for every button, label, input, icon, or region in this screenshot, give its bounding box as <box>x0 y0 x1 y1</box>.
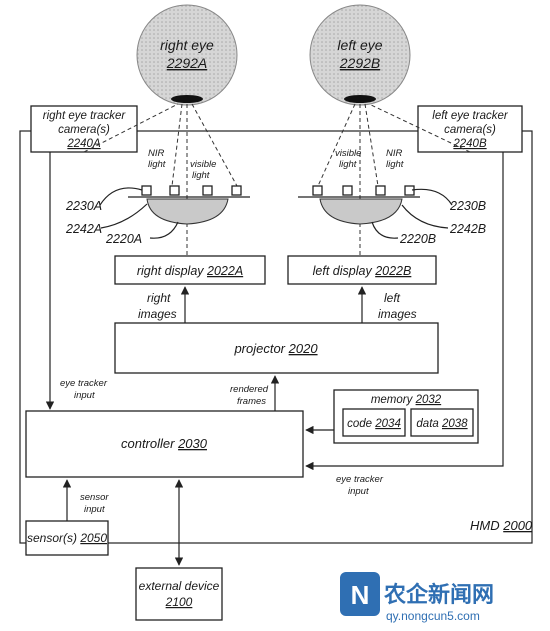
watermark-logo <box>340 572 380 616</box>
data-number: 2038 <box>441 418 468 430</box>
rendered-frames-2: frames <box>237 396 266 407</box>
right-eye-number: 2292A <box>166 55 207 71</box>
watermark: N 农企新闻网 qy.nongcun5.com <box>340 572 494 623</box>
eye-tracker-input-a-2: input <box>74 390 95 401</box>
left-tracker-line2: camera(s) <box>444 124 496 136</box>
controller-label: controller <box>121 436 175 451</box>
hmd-label: HMD <box>470 518 500 533</box>
ref-2220B: 2220B <box>399 232 436 246</box>
left-eye-label: left eye <box>337 37 382 53</box>
right-optics: 2230A 2242A 2220A <box>65 185 250 246</box>
projector-label: projector <box>233 341 285 356</box>
left-nir-light-2: light <box>386 159 404 170</box>
right-tracker-line2: camera(s) <box>58 124 110 136</box>
right-eye: right eye 2292A <box>136 4 238 106</box>
ref-2220A: 2220A <box>105 232 142 246</box>
svg-text:right display 20: right display 2022A <box>137 264 243 278</box>
ref-2242A: 2242A <box>65 222 102 236</box>
right-tracker-line1: right eye tracker <box>43 110 127 122</box>
left-nir-light-1: NIR <box>386 148 403 159</box>
right-display: right display 2022A <box>114 255 266 285</box>
right-nir-light-2: light <box>148 159 166 170</box>
left-images-2: images <box>378 307 417 321</box>
svg-text:N: N <box>351 580 370 610</box>
sensors: sensor(s) 2050 <box>25 520 109 556</box>
eye-tracker-input-b-1: eye tracker <box>336 474 384 485</box>
left-tracker-number: 2240B <box>452 138 487 150</box>
sensors-label: sensor(s) <box>27 531 77 545</box>
left-eye-number: 2292B <box>339 55 380 71</box>
external-device-number: 2100 <box>165 595 193 609</box>
watermark-url: qy.nongcun5.com <box>386 609 480 623</box>
external-device-label: external device <box>139 579 220 593</box>
rendered-frames-1: rendered <box>230 384 269 395</box>
projector-number: 2020 <box>288 341 319 356</box>
code-number: 2034 <box>374 418 401 430</box>
right-images-2: images <box>138 307 177 321</box>
eye-tracker-input-b-2: input <box>348 486 369 497</box>
svg-text:data 2038: data 2038 <box>416 418 468 430</box>
svg-text:controller 2030: controller 2030 <box>121 436 208 451</box>
sensors-number: 2050 <box>79 531 107 545</box>
left-images-1: left <box>384 291 401 305</box>
right-nir-light-1: NIR <box>148 148 165 159</box>
left-eye-tracker-camera: left eye tracker camera(s) 2240B <box>417 105 523 153</box>
right-eye-tracker-camera: right eye tracker camera(s) 2240A <box>30 105 138 153</box>
left-eye: left eye 2292B <box>309 4 411 106</box>
svg-text:memory 2032: memory 2032 <box>371 394 442 406</box>
right-images-1: right <box>147 291 171 305</box>
external-device: external device 2100 <box>135 567 223 621</box>
left-optics: 2230B 2242B 2220B <box>298 185 486 246</box>
sensor-input-1: sensor <box>80 492 109 503</box>
right-display-label: right display <box>137 264 204 278</box>
controller-number: 2030 <box>177 436 208 451</box>
left-visible-light-2: light <box>339 159 357 170</box>
hmd-boundary <box>19 130 533 544</box>
right-display-number: 2022A <box>206 264 243 278</box>
left-visible-light-1: visible <box>335 148 361 159</box>
sensor-input-2: input <box>84 504 105 515</box>
left-display: left display 2022B <box>287 255 437 285</box>
eye-tracker-input-a-1: eye tracker <box>60 378 108 389</box>
hmd-number: 2000 <box>502 518 533 533</box>
ref-2230B: 2230B <box>449 199 486 213</box>
right-eye-label: right eye <box>160 37 214 53</box>
ref-2242B: 2242B <box>449 222 486 236</box>
right-tracker-number: 2240A <box>66 138 101 150</box>
arrow-left-tracker-to-controller <box>305 152 504 471</box>
svg-text:left display 202: left display 2022B <box>313 264 412 278</box>
memory-number: 2032 <box>415 394 442 406</box>
ref-2230A: 2230A <box>65 199 102 213</box>
code-label: code <box>347 418 372 430</box>
svg-text:HMD 2000: HMD 2000 <box>470 518 533 533</box>
data-label: data <box>416 418 438 430</box>
projector: projector 2020 <box>114 322 439 374</box>
left-display-label: left display <box>313 264 373 278</box>
memory-label: memory <box>371 394 414 406</box>
svg-text:sensor(s) 2050: sensor(s) 2050 <box>27 531 107 545</box>
right-visible-light-2: light <box>192 170 210 181</box>
right-light-rays: NIR light visible light <box>83 103 238 256</box>
controller: controller 2030 <box>25 410 304 478</box>
left-display-number: 2022B <box>374 264 411 278</box>
right-visible-light-1: visible <box>190 159 216 170</box>
left-tracker-line1: left eye tracker <box>432 110 509 122</box>
watermark-cn: 农企新闻网 <box>383 582 494 608</box>
memory: memory 2032 code 2034 data 2038 <box>333 389 479 444</box>
svg-text:code 2034: code 2034 <box>347 418 401 430</box>
left-light-rays: visible light NIR light <box>317 103 471 256</box>
svg-text:projector 2020: projector 2020 <box>233 341 318 356</box>
